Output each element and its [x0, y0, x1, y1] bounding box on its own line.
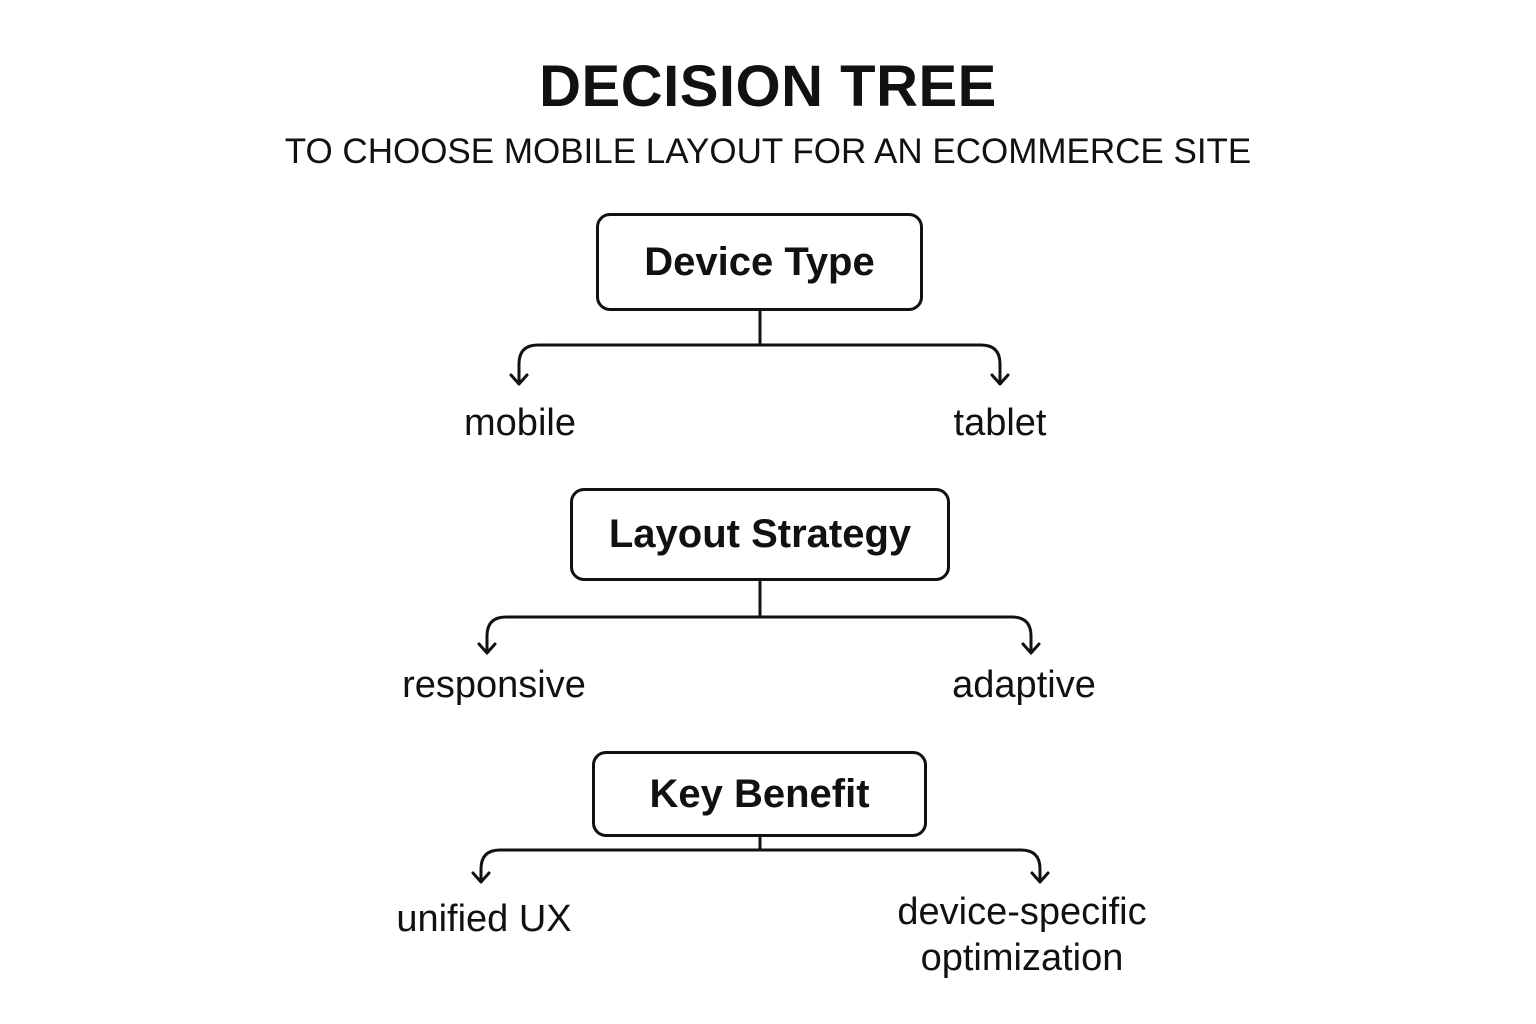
node-device-type: Device Type [596, 213, 923, 311]
leaf-tablet: tablet [953, 402, 1047, 444]
connector-device-left [517, 343, 762, 385]
leaf-mobile: mobile [464, 402, 576, 444]
connector-benefit-right [758, 848, 1042, 883]
connector-layout-right [758, 615, 1033, 654]
leaf-device-specific-line1: device-specific [897, 891, 1147, 933]
leaf-device-specific-optimization: device-specific optimization [852, 889, 1192, 981]
arrowhead-benefit-left-icon [471, 871, 491, 884]
leaf-device-specific-line2: optimization [920, 937, 1124, 979]
diagram-subtitle: TO CHOOSE MOBILE LAYOUT FOR AN ECOMMERCE… [284, 132, 1252, 171]
leaf-unified-ux: unified UX [396, 898, 572, 940]
node-key-benefit-label: Key Benefit [649, 771, 870, 816]
connector-device-right [758, 343, 1002, 385]
node-layout-strategy: Layout Strategy [570, 488, 950, 581]
connector-layout-left [485, 615, 762, 654]
arrowhead-layout-right-icon [1021, 642, 1041, 655]
node-key-benefit: Key Benefit [592, 751, 927, 837]
diagram-title: DECISION TREE [539, 54, 997, 119]
node-layout-strategy-label: Layout Strategy [608, 512, 912, 556]
leaf-responsive: responsive [402, 664, 586, 706]
node-device-type-label: Device Type [644, 239, 875, 284]
arrowhead-benefit-right-icon [1030, 871, 1050, 884]
arrowhead-device-left-icon [509, 373, 529, 386]
connector-benefit-left [479, 848, 762, 883]
arrowhead-device-right-icon [990, 373, 1010, 386]
arrowhead-layout-left-icon [477, 642, 497, 655]
leaf-adaptive: adaptive [952, 664, 1096, 706]
